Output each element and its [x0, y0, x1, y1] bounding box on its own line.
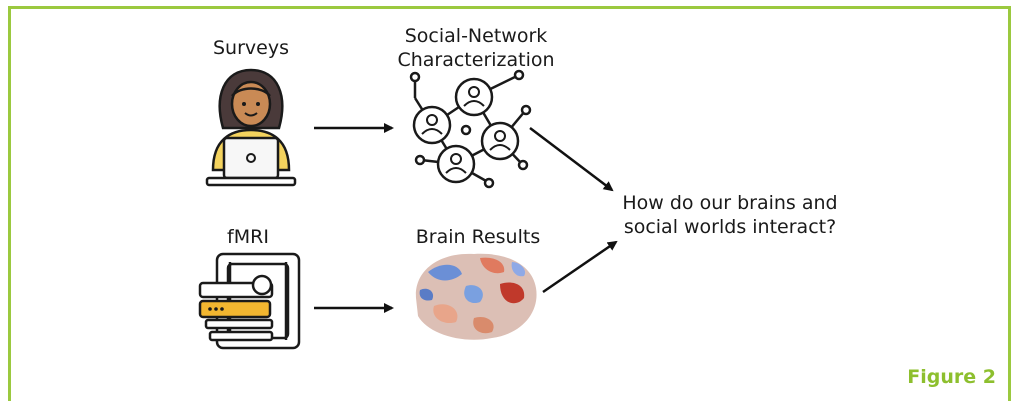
brain-results-label: Brain Results	[415, 226, 541, 248]
social-network-label: Social-Network Characterization	[397, 25, 555, 71]
arrow-network-to-question	[529, 127, 614, 192]
question-label: How do our brains and social worlds inte…	[622, 192, 838, 238]
mri-scanner-icon	[198, 252, 301, 350]
person-laptop-icon	[205, 68, 297, 187]
fmri-label: fMRI	[227, 226, 269, 248]
arrows	[314, 123, 618, 313]
social-network-icon	[409, 69, 532, 189]
figure-label: Figure 2	[907, 366, 996, 388]
arrow-brain-to-question	[542, 240, 618, 294]
figure-frame	[8, 6, 1011, 401]
brain-map-icon	[415, 253, 537, 340]
surveys-label: Surveys	[213, 37, 289, 59]
